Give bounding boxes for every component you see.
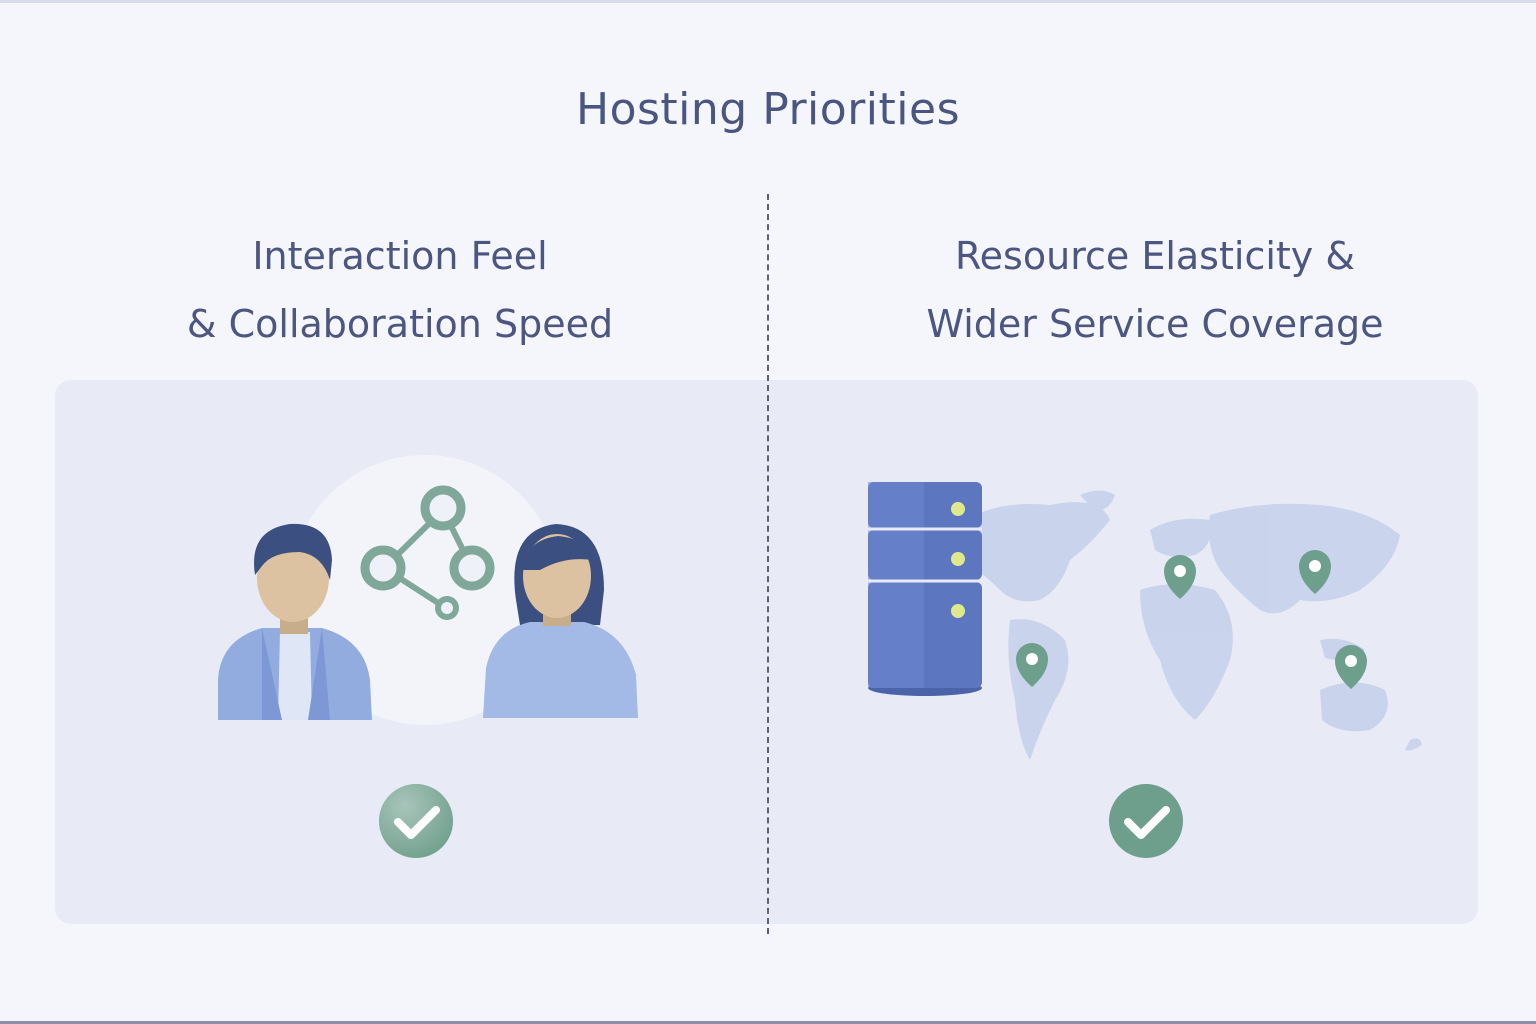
left-heading-line1: Interaction Feel — [252, 234, 548, 278]
location-pin-icon — [1016, 550, 1367, 689]
left-heading: Interaction Feel & Collaboration Speed — [50, 222, 750, 358]
right-heading-line1: Resource Elasticity & — [954, 234, 1355, 278]
pin-asia — [1299, 550, 1331, 594]
column-divider — [767, 194, 769, 934]
right-check-circle-icon — [1109, 784, 1183, 858]
server-stack-icon — [868, 482, 982, 696]
pin-southeast-asia — [1335, 645, 1367, 689]
right-heading: Resource Elasticity & Wider Service Cove… — [805, 222, 1505, 358]
top-rule — [0, 0, 1536, 3]
pin-europe — [1164, 555, 1196, 599]
world-map-icon — [961, 490, 1422, 760]
pin-south-america — [1016, 643, 1048, 687]
page-title: Hosting Priorities — [576, 84, 960, 135]
right-heading-line2: Wider Service Coverage — [926, 302, 1384, 346]
person-male-icon — [218, 523, 372, 720]
bottom-rule — [0, 1021, 1536, 1024]
network-nodes-icon — [360, 485, 495, 620]
left-heading-line2: & Collaboration Speed — [186, 302, 614, 346]
left-check-circle-icon — [379, 784, 453, 858]
person-female-icon — [483, 524, 638, 718]
